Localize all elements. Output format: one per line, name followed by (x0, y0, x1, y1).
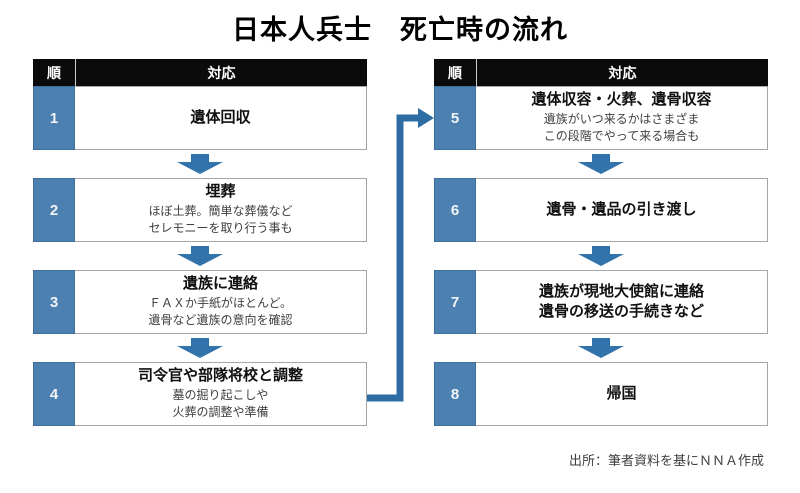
step-title: 遺体収容・火葬、遺骨収容 (531, 91, 712, 109)
step-number: 1 (33, 86, 75, 150)
step-content: 遺骨・遺品の引き渡し (476, 178, 768, 242)
down-arrow-icon (434, 242, 768, 270)
step-title: 遺族が現地大使館に連絡 (538, 282, 704, 300)
action-column-header: 対応 (608, 64, 637, 81)
step-number: 6 (434, 178, 476, 242)
flow-step-row: 7 遺族が現地大使館に連絡 遺骨の移送の手続きなど (434, 270, 768, 334)
flow-table-right: 順 対応 5 遺体収容・火葬、遺骨収容 遺族がいつ来るかはさまざま この段階でや… (434, 59, 768, 426)
elbow-connector-arrow-icon (367, 108, 434, 402)
step-title: 帰国 (606, 384, 637, 402)
step-subtitle-line2: この段階でやって来る場合も (543, 129, 700, 144)
step-subtitle: 遺族がいつ来るかはさまざま (543, 111, 700, 126)
flow-step-row: 2 埋葬 ほぼ土葬。簡単な葬儀など セレモニーを取り行う事も (33, 178, 367, 242)
flow-step-row: 3 遺族に連絡 ＦＡＸか手紙がほとんど。 遺骨など遺族の意向を確認 (33, 270, 367, 334)
flow-step-row: 1 遺体回収 (33, 86, 367, 150)
step-number: 8 (434, 362, 476, 426)
step-subtitle-line2: 火葬の調整や準備 (172, 405, 269, 420)
down-arrow-icon (33, 334, 367, 362)
source-note: 出所：筆者資料を基にＮＮＡ作成 (568, 453, 764, 468)
step-title: 遺族に連絡 (182, 275, 258, 293)
order-column-header: 順 (448, 64, 462, 81)
step-content: 帰国 (476, 362, 768, 426)
step-number: 2 (33, 178, 75, 242)
action-column-header: 対応 (207, 64, 236, 81)
page-title: 日本人兵士 死亡時の流れ (232, 15, 568, 45)
header-divider (75, 59, 76, 86)
step-title: 遺骨・遺品の引き渡し (546, 200, 697, 218)
table-header: 順 対応 (33, 59, 367, 86)
step-content: 埋葬 ほぼ土葬。簡単な葬儀など セレモニーを取り行う事も (75, 178, 367, 242)
step-title-line2: 遺骨の移送の手続きなど (538, 303, 704, 320)
flow-step-row: 4 司令官や部隊将校と調整 墓の掘り起こしや 火葬の調整や準備 (33, 362, 367, 426)
flow-step-row: 6 遺骨・遺品の引き渡し (434, 178, 768, 242)
step-subtitle: ＦＡＸか手紙がほとんど。 (148, 295, 293, 310)
flow-rows-left: 1 遺体回収 2 埋葬 ほぼ土葬。簡単な葬儀など セレモニーを取り行う事も 3 … (33, 86, 367, 426)
header-divider (476, 59, 477, 86)
down-arrow-icon (33, 242, 367, 270)
step-number: 7 (434, 270, 476, 334)
step-number: 5 (434, 86, 476, 150)
down-arrow-icon (33, 150, 367, 178)
step-subtitle-line2: セレモニーを取り行う事も (148, 221, 293, 236)
order-column-header: 順 (47, 64, 61, 81)
step-number: 4 (33, 362, 75, 426)
step-content: 司令官や部隊将校と調整 墓の掘り起こしや 火葬の調整や準備 (75, 362, 367, 426)
step-content: 遺体収容・火葬、遺骨収容 遺族がいつ来るかはさまざま この段階でやって来る場合も (476, 86, 768, 150)
step-subtitle-line2: 遺骨など遺族の意向を確認 (148, 313, 293, 328)
step-content: 遺体回収 (75, 86, 367, 150)
flow-rows-right: 5 遺体収容・火葬、遺骨収容 遺族がいつ来るかはさまざま この段階でやって来る場… (434, 86, 768, 426)
step-content: 遺族が現地大使館に連絡 遺骨の移送の手続きなど (476, 270, 768, 334)
step-subtitle: ほぼ土葬。簡単な葬儀など (148, 203, 293, 218)
step-number: 3 (33, 270, 75, 334)
down-arrow-icon (434, 150, 768, 178)
table-header: 順 対応 (434, 59, 768, 86)
down-arrow-icon (434, 334, 768, 362)
flow-step-row: 8 帰国 (434, 362, 768, 426)
step-title: 司令官や部隊将校と調整 (137, 367, 303, 385)
flow-table-left: 順 対応 1 遺体回収 2 埋葬 ほぼ土葬。簡単な葬儀など セレモニーを取り行う… (33, 59, 367, 426)
flow-step-row: 5 遺体収容・火葬、遺骨収容 遺族がいつ来るかはさまざま この段階でやって来る場… (434, 86, 768, 150)
step-subtitle: 墓の掘り起こしや (172, 387, 269, 402)
step-title: 埋葬 (205, 183, 236, 201)
step-content: 遺族に連絡 ＦＡＸか手紙がほとんど。 遺骨など遺族の意向を確認 (75, 270, 367, 334)
step-title: 遺体回収 (190, 108, 251, 126)
